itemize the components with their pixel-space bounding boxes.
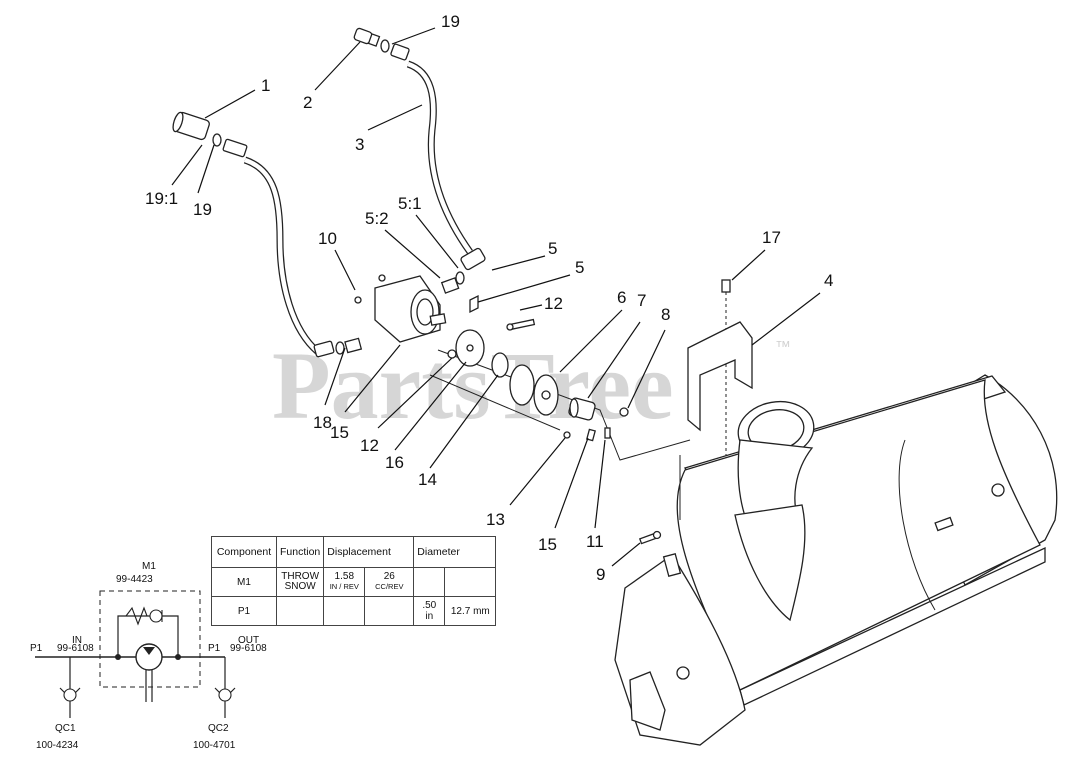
hydraulic-hose-3[interactable] [406, 60, 473, 255]
cell-diameter-metric [444, 567, 497, 597]
coupling-hub-8[interactable] [568, 397, 596, 421]
callout-7: 6 [617, 288, 626, 307]
fitting-2[interactable] [353, 27, 381, 47]
callout-16: 15 [330, 423, 349, 442]
cell-component: M1 [211, 567, 277, 597]
schematic-out-label: OUT [238, 635, 259, 646]
disp-value-2: 26 [383, 571, 395, 582]
bolt-4[interactable] [638, 530, 662, 545]
coupler-13[interactable] [491, 352, 509, 378]
callout-17: 4 [824, 271, 833, 290]
callout-4: 9 [596, 565, 605, 584]
schematic-qc2-label: QC2 [208, 723, 229, 734]
setscrew-11[interactable] [563, 431, 571, 439]
oring-19-left[interactable] [212, 133, 222, 147]
callout-10: 10 [318, 229, 337, 248]
callout-9: 11 [586, 532, 604, 551]
schematic-qc1-label: QC1 [55, 723, 76, 734]
callout-5-1: 5:1 [398, 194, 422, 213]
schematic-qc1-part: 100-4234 [36, 740, 79, 751]
hose-end-left[interactable] [222, 138, 248, 158]
key-9[interactable] [604, 427, 611, 439]
cell-diameter-imperial: .50 in [413, 596, 446, 626]
table-row: P1 .50 in 12.7 mm [211, 596, 497, 626]
leader-lines [171, 27, 821, 567]
schematic-in-part: 99-6108 [57, 643, 94, 654]
callout-6: 5 [575, 258, 584, 277]
bolt-15-upper[interactable] [506, 318, 536, 331]
callout-19-1: 19:1 [145, 189, 178, 208]
bolt-18[interactable] [721, 279, 731, 470]
header-diameter: Diameter [413, 536, 497, 568]
coupling-flange-7[interactable] [509, 364, 559, 416]
schematic-in-p: P1 [30, 643, 43, 654]
nut-12-right[interactable] [619, 407, 629, 417]
spacer-washer-6[interactable] [469, 294, 479, 314]
schematic-out-p: P1 [208, 643, 221, 654]
schematic-m1-part: 99-4423 [116, 574, 153, 585]
cell-function: THROW SNOW [275, 567, 325, 597]
cell-function [275, 596, 325, 626]
callout-19-left: 19 [193, 200, 212, 219]
callout-8: 7 [637, 291, 646, 310]
cell-diameter-imperial [413, 567, 446, 597]
callout-15-lower: 15 [538, 535, 557, 554]
callout-19-top: 19 [441, 12, 460, 31]
callout-13: 14 [418, 470, 437, 489]
callout-14: 16 [385, 453, 404, 472]
component-spec-table: Component Function Displacement Diameter… [211, 536, 497, 626]
hydraulic-motor-16[interactable] [354, 274, 447, 343]
header-displacement: Displacement [323, 536, 415, 568]
fitting-5-upper[interactable] [440, 247, 486, 294]
hose-end-top[interactable] [390, 43, 410, 61]
callout-18: 17 [762, 228, 781, 247]
function-line-1: THROW [281, 571, 320, 582]
flange-plate-14[interactable] [455, 329, 485, 367]
watermark-trademark: ™ [775, 339, 791, 356]
callout-2: 2 [303, 93, 312, 112]
callout-3: 3 [355, 135, 364, 154]
cell-displacement-metric [364, 596, 415, 626]
fitting-5-left[interactable] [313, 337, 363, 358]
cell-displacement-imperial: 1.58 IN / REV [323, 567, 366, 597]
guard-bracket-17[interactable] [687, 321, 753, 432]
bolt-15-lower[interactable] [586, 428, 596, 442]
cell-displacement-imperial [323, 596, 366, 626]
callout-5-lower: 18 [313, 413, 332, 432]
callout-11: 13 [486, 510, 505, 529]
hydraulic-schematic: M1 99-4423 IN P1 99-6108 OUT P1 99-6108 … [30, 561, 267, 751]
oring-19-top[interactable] [380, 39, 390, 53]
callout-labels: 1 2 3 19 19 19:1 10 5:2 5:1 5 5 6 7 8 12… [145, 12, 833, 584]
callout-5-2: 5:2 [365, 209, 389, 228]
snowthrower-housing [614, 374, 1058, 746]
callout-12-left: 12 [360, 436, 379, 455]
nut-12-left[interactable] [447, 349, 457, 359]
callout-1: 1 [261, 76, 270, 95]
schematic-qc2-part: 100-4701 [193, 740, 236, 751]
cell-diameter-metric: 12.7 mm [444, 596, 497, 626]
schematic-in-label: IN [72, 635, 82, 646]
function-line-2: SNOW [284, 581, 316, 592]
cell-component: P1 [211, 596, 277, 626]
hydraulic-hose-lower[interactable] [243, 156, 321, 355]
callout-5-upper: 5 [548, 239, 557, 258]
callout-15-upper: 12 [544, 294, 563, 313]
disp-unit-1: IN / REV [329, 582, 359, 591]
quick-coupler-1[interactable] [171, 111, 210, 141]
callout-12-right: 8 [661, 305, 670, 324]
table-row: M1 THROW SNOW 1.58 IN / REV 26 CC/REV [211, 567, 497, 597]
table-header-row: Component Function Displacement Diameter [211, 536, 497, 568]
cell-displacement-metric: 26 CC/REV [364, 567, 415, 597]
header-component: Component [211, 536, 277, 568]
header-function: Function [275, 536, 325, 568]
schematic-out-part: 99-6108 [230, 643, 267, 654]
disp-value-1: 1.58 [334, 571, 355, 582]
schematic-m1-label: M1 [142, 561, 156, 572]
disp-unit-2: CC/REV [375, 582, 404, 591]
